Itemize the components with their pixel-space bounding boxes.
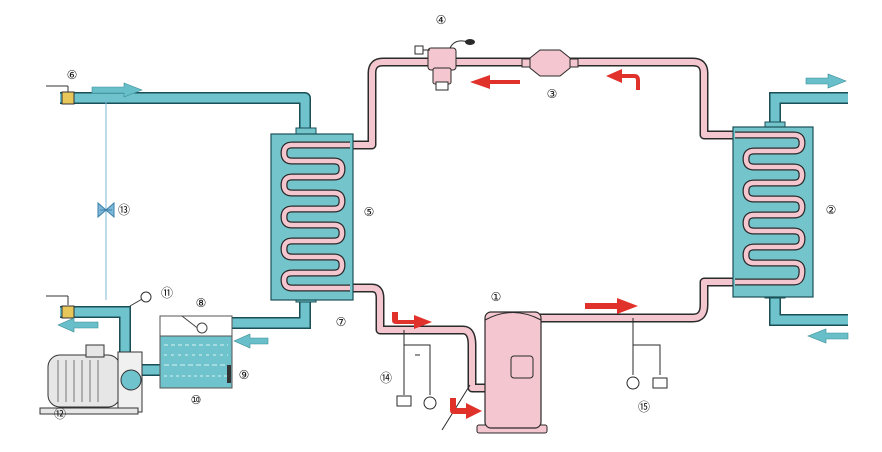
chilled-water-return-pipe xyxy=(232,298,311,329)
water-inlet-valve xyxy=(46,85,75,105)
expansion-valve xyxy=(414,39,475,91)
condenser-water-out-pipe xyxy=(769,92,848,125)
label-high-pressure-switch: ⑮ xyxy=(638,400,650,414)
water-arrow-condenser-in xyxy=(807,328,849,344)
water-flow-arrows xyxy=(57,73,849,349)
ref-arrow-turn-top xyxy=(606,69,640,90)
ref-arrow-liquid xyxy=(470,75,520,89)
refrigerant-suction-line xyxy=(350,283,485,393)
label-level-gauge: ⑨ xyxy=(239,368,250,382)
label-pressure-gauge: ⑪ xyxy=(161,286,173,300)
low-pressure-switch xyxy=(396,330,437,410)
label-water-tank: ⑩ xyxy=(191,393,202,407)
chilled-water-supply-pipe xyxy=(60,92,311,130)
evaporator xyxy=(270,127,354,303)
ref-arrow-compressor-in xyxy=(450,398,482,419)
water-arrow-supply xyxy=(91,82,143,98)
level-gauge xyxy=(227,365,231,383)
pressure-gauge xyxy=(129,291,152,307)
label-float-level: ⑧ xyxy=(196,296,207,310)
pump xyxy=(39,344,143,415)
high-pressure-switch xyxy=(626,318,668,390)
float-ball xyxy=(196,322,208,334)
filter-drier xyxy=(521,49,579,77)
label-evaporator: ⑤ xyxy=(364,205,375,219)
bypass-valve xyxy=(97,201,115,219)
condenser xyxy=(732,121,814,299)
label-evaporator-water-outlet: ⑦ xyxy=(336,315,347,329)
label-bypass-valve: ⑬ xyxy=(118,203,130,217)
water-outlet-valve xyxy=(46,295,75,319)
label-pump: ⑫ xyxy=(54,407,66,421)
water-tank xyxy=(159,315,233,389)
label-low-pressure-switch: ⑭ xyxy=(380,371,392,385)
condenser-water-in-pipe xyxy=(769,295,848,326)
label-expansion-valve: ④ xyxy=(436,13,447,27)
compressor xyxy=(441,311,548,434)
label-water-inlet-valve: ⑥ xyxy=(67,68,78,82)
ref-arrow-suction xyxy=(392,312,432,329)
water-arrow-outlet xyxy=(57,317,99,333)
label-condenser: ② xyxy=(826,203,837,217)
label-filter-drier: ③ xyxy=(547,87,558,101)
label-compressor: ① xyxy=(491,290,502,304)
water-arrow-condenser-out xyxy=(805,73,847,89)
ref-arrow-discharge xyxy=(585,298,638,314)
component-labels: ① ② ③ ④ ⑤ ⑥ ⑦ ⑧ ⑨ ⑩ ⑪ ⑫ ⑬ ⑭ ⑮ xyxy=(54,13,836,421)
refrigerant-flow-arrows xyxy=(392,69,640,419)
water-arrow-return xyxy=(233,333,269,349)
